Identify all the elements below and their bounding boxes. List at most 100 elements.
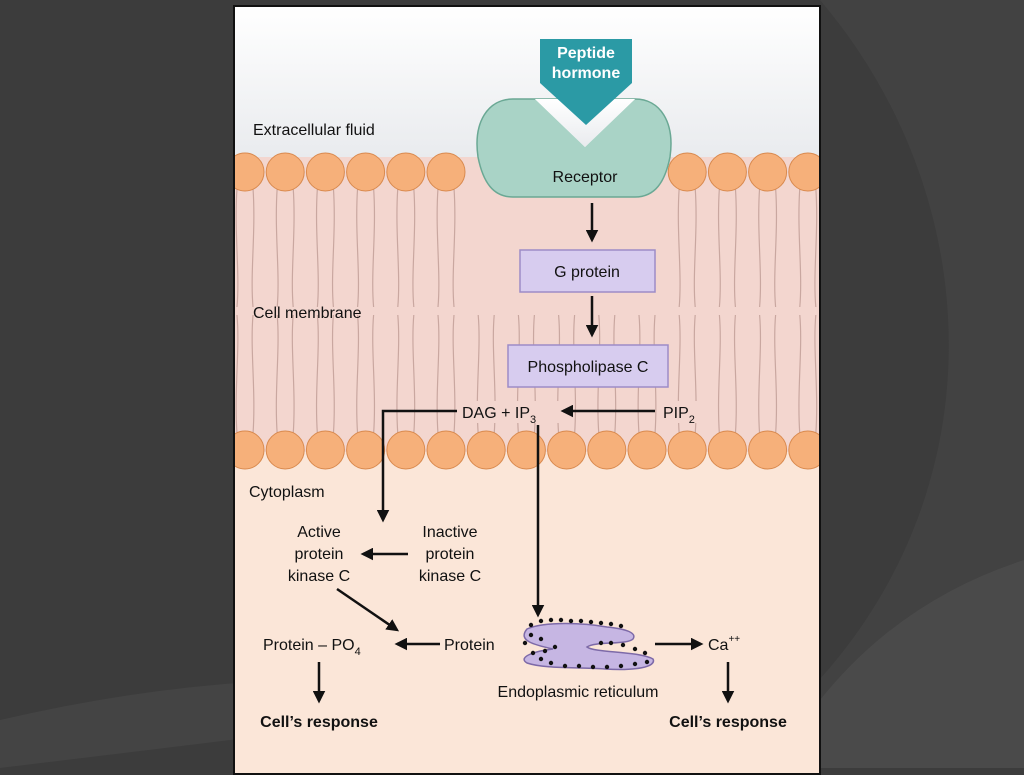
protein-po4-label: Protein – PO4 <box>263 637 361 658</box>
lipid-head <box>346 152 386 192</box>
inactive-pkc-line3: kinase C <box>419 568 481 585</box>
lipid-tail <box>798 187 802 308</box>
lipid-tail <box>291 314 295 435</box>
inactive-pkc-line2: protein <box>426 546 475 563</box>
lipid-head <box>386 430 426 470</box>
calcium-dot <box>604 664 610 670</box>
calcium-dot <box>538 636 544 642</box>
lipid-tail <box>396 314 400 435</box>
lipid-head <box>707 152 747 192</box>
er-label: Endoplasmic reticulum <box>498 684 659 701</box>
calcium-dot <box>568 618 574 624</box>
lipid-tail <box>733 187 737 308</box>
lipid-tail <box>331 314 335 435</box>
lipid-tail <box>275 314 279 435</box>
peptide-hormone-shape <box>540 39 632 125</box>
active-pkc-line1: Active <box>297 524 341 541</box>
hormone-label-line2: hormone <box>552 65 621 82</box>
calcium-dot <box>620 642 626 648</box>
dag-ip3-label: DAG + IP3 <box>462 405 536 426</box>
protein-label: Protein <box>444 637 495 654</box>
calcium-dot <box>538 618 544 624</box>
pip2-label: PIP2 <box>663 405 695 426</box>
calcium-dot <box>522 640 528 646</box>
lipid-tail <box>412 187 416 308</box>
lipid-tail <box>717 314 721 435</box>
lipid-tail <box>774 187 778 308</box>
calcium-dot <box>552 644 558 650</box>
receptor-shape <box>476 98 672 198</box>
calcium-dot <box>608 640 614 646</box>
cell-response-right: Cell’s response <box>669 714 787 731</box>
lipid-head <box>466 430 506 470</box>
lipid-tail <box>717 187 721 308</box>
lipid-tail <box>235 314 239 435</box>
calcium-dot <box>538 656 544 662</box>
lipid-tail <box>436 314 440 435</box>
calcium-dot <box>598 620 604 626</box>
lipid-tail <box>733 314 737 435</box>
g-protein-box <box>519 249 656 293</box>
pip2-label-bg <box>659 401 709 423</box>
lipid-head <box>426 430 466 470</box>
slide-curve-right <box>820 560 1024 768</box>
lipid-head <box>667 152 707 192</box>
lipid-tail <box>798 314 802 435</box>
lipid-head <box>667 430 707 470</box>
lipid-heads-bottom <box>235 430 819 470</box>
inactive-pkc-line1: Inactive <box>422 524 477 541</box>
hormone-label-line1: Peptide <box>557 45 615 62</box>
lipid-head <box>627 430 667 470</box>
calcium-dot <box>632 646 638 652</box>
lipid-tail <box>693 187 697 308</box>
cell-response-left: Cell’s response <box>260 714 378 731</box>
calcium-dot <box>644 659 650 665</box>
lipid-head <box>265 430 305 470</box>
endoplasmic-reticulum-icon <box>522 617 655 671</box>
arrow-pkc-to-phospho <box>336 587 400 632</box>
active-pkc-line3: kinase C <box>288 568 350 585</box>
calcium-dot <box>632 661 638 667</box>
lipid-head <box>305 152 345 192</box>
lipid-heads-top <box>235 152 819 192</box>
lipid-head <box>386 152 426 192</box>
lipid-head <box>426 152 466 192</box>
lipid-tail <box>331 187 335 308</box>
lipid-tail <box>372 187 376 308</box>
lipid-tail <box>758 187 762 308</box>
lipid-head <box>788 152 819 192</box>
lipid-tail <box>677 187 681 308</box>
lipid-tail <box>291 187 295 308</box>
phospholipase-box <box>507 344 669 388</box>
lipid-head <box>506 430 546 470</box>
lipid-tail <box>452 187 456 308</box>
calcium-dot <box>578 618 584 624</box>
lipid-tail <box>356 314 360 435</box>
lipid-tail <box>452 314 456 435</box>
calcium-dot <box>642 650 648 656</box>
lipid-tail <box>396 187 400 308</box>
lipid-tail <box>412 314 416 435</box>
calcium-dot <box>588 619 594 625</box>
calcium-dot <box>542 648 548 654</box>
cytoplasm-region <box>235 452 819 773</box>
lipid-tail <box>235 187 239 308</box>
lipid-tail <box>315 187 319 308</box>
calcium-dot <box>558 617 564 623</box>
calcium-dot <box>618 663 624 669</box>
pathway-diagram: Receptor Peptide hormone Extracellular f… <box>235 7 819 773</box>
lipid-tail <box>275 187 279 308</box>
calcium-dot <box>528 632 534 638</box>
lipid-head <box>788 430 819 470</box>
lipid-tail <box>251 314 255 435</box>
lipid-head <box>748 152 788 192</box>
arrow-dag-to-pkc <box>376 409 457 523</box>
cell-membrane-label: Cell membrane <box>253 305 362 322</box>
calcium-dot <box>528 622 534 628</box>
lipid-head <box>587 430 627 470</box>
calcium-dot <box>598 640 604 646</box>
lipid-tail <box>436 187 440 308</box>
dag-label-bg <box>457 401 561 423</box>
active-pkc-line2: protein <box>295 546 344 563</box>
calcium-dot <box>618 623 624 629</box>
